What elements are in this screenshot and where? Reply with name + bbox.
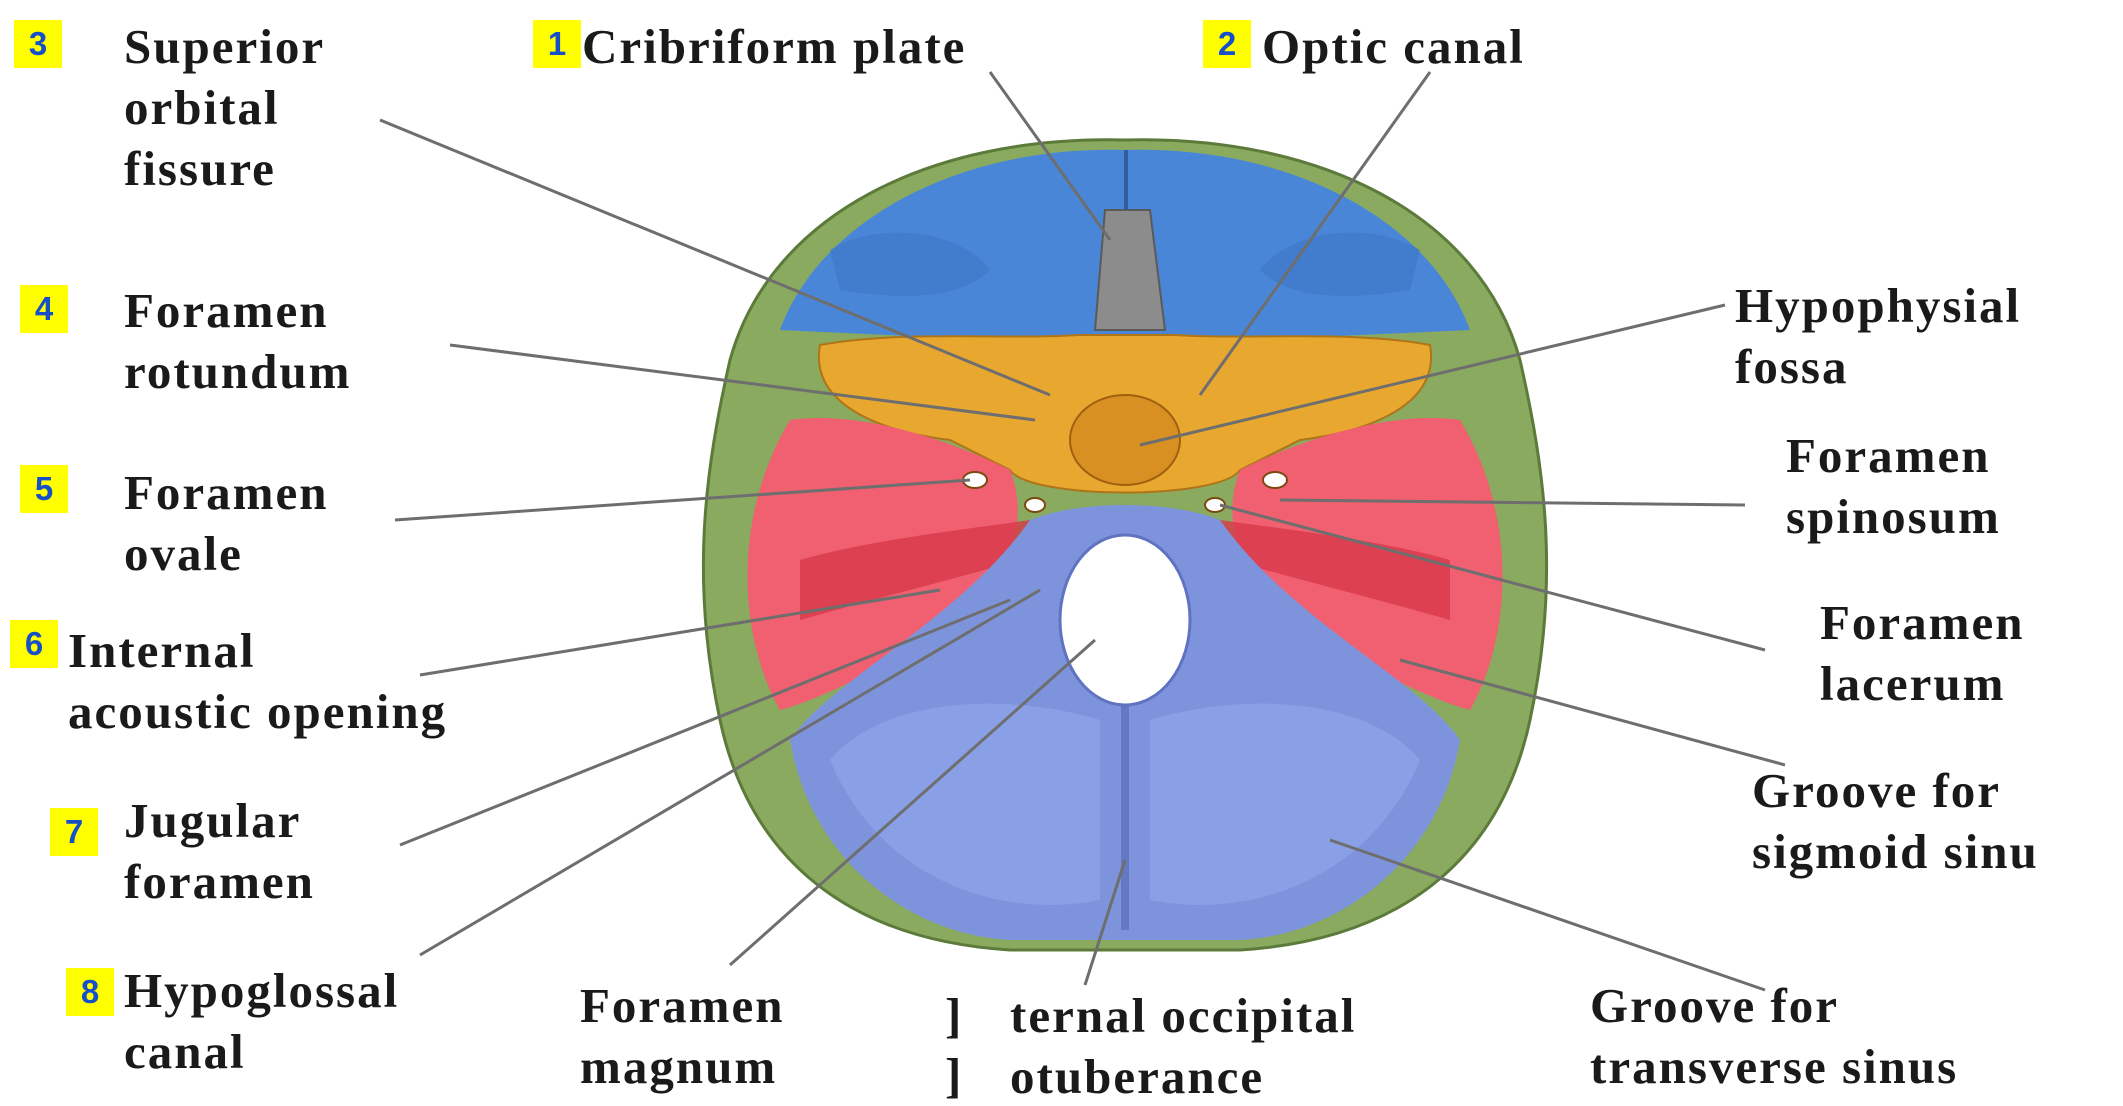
label-hypophysial-fossa: Hypophysial fossa [1735, 275, 2021, 397]
label-cribriform-plate: Cribriform plate [582, 16, 966, 77]
label-superior-orbital-fissure: Superior orbital fissure [124, 16, 325, 199]
foramen-lacerum-left-shape [1025, 498, 1045, 512]
label-internal-acoustic-opening: Internal acoustic opening [68, 620, 447, 742]
number-badge-7: 7 [50, 808, 98, 856]
number-badge-6: 6 [10, 620, 58, 668]
label-foramen-lacerum: Foramen lacerum [1820, 592, 2025, 714]
leader-line-groove-transverse-sinus [1330, 840, 1765, 990]
foramen-magnum-shape [1060, 535, 1190, 705]
number-badge-2: 2 [1203, 20, 1251, 68]
label-groove-transverse-sinus: Groove for transverse sinus [1590, 975, 1958, 1097]
label-groove-sigmoid-sinus: Groove for sigmoid sinu [1752, 760, 2039, 882]
cropped-glyph-2: ] [945, 1045, 961, 1106]
number-badge-1: 1 [533, 20, 581, 68]
label-optic-canal: Optic canal [1262, 16, 1525, 77]
foramen-ovale-right-shape [1263, 472, 1287, 488]
number-badge-8: 8 [66, 968, 114, 1016]
number-badge-5: 5 [20, 465, 68, 513]
cropped-glyph-1: ] [945, 985, 961, 1046]
label-foramen-magnum: Foramen magnum [580, 975, 785, 1097]
label-hypoglossal-canal: Hypoglossal canal [124, 960, 399, 1082]
number-badge-3: 3 [14, 20, 62, 68]
label-internal-occipital-protuberance: ternal occipital otuberance [1010, 985, 1356, 1106]
label-jugular-foramen: Jugular foramen [124, 790, 315, 912]
label-foramen-spinosum: Foramen spinosum [1786, 425, 2001, 547]
number-badge-4: 4 [20, 285, 68, 333]
label-foramen-rotundum: Foramen rotundum [124, 280, 352, 402]
label-foramen-ovale: Foramen ovale [124, 462, 329, 584]
